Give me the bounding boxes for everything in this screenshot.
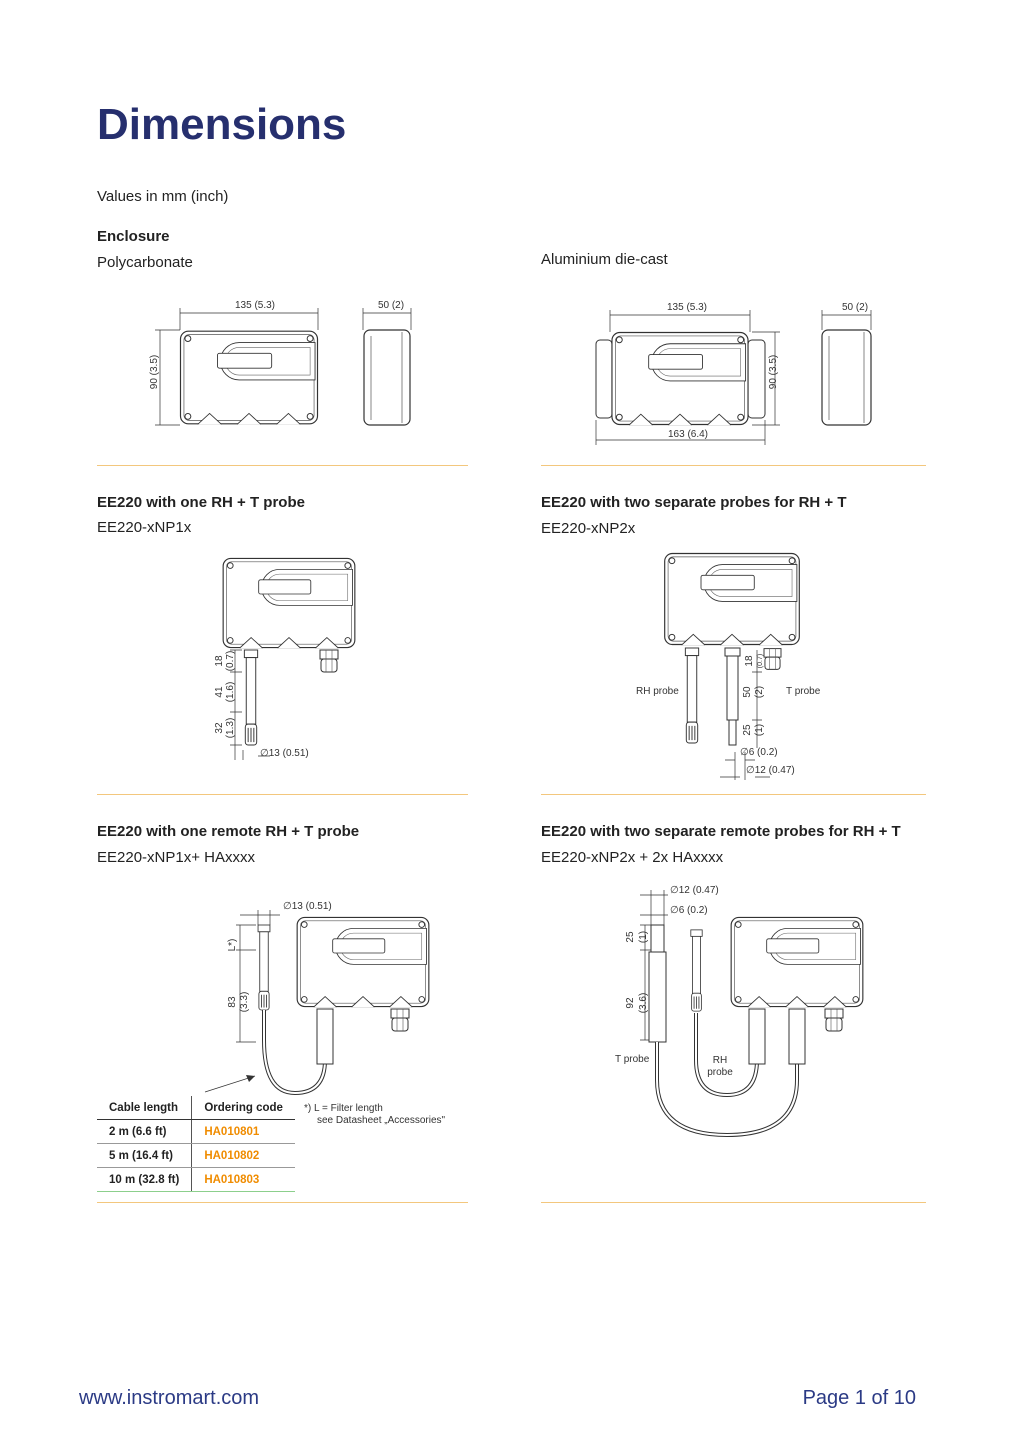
polycarbonate-label: Polycarbonate <box>97 254 193 271</box>
poly-depth-dim: 50 (2) <box>378 300 404 311</box>
np2-model: EE220-xNP2x <box>541 520 636 537</box>
remote1-heading: EE220 with one remote RH + T probe <box>97 823 360 840</box>
page-title: Dimensions <box>97 100 347 149</box>
np1-dim-3-in: (1.3) <box>225 718 236 739</box>
alu-height-dim: 90 (3.5) <box>768 355 779 389</box>
np1-dim-2: 41 <box>214 686 225 698</box>
separator <box>541 465 926 466</box>
np2-diameter-small: ∅6 (0.2) <box>740 747 778 758</box>
np2-dim-1-in: (0.7) <box>757 654 764 668</box>
np2-dim-2: 50 <box>742 686 753 698</box>
poly-height-dim: 90 (3.5) <box>149 355 160 389</box>
separator <box>97 465 468 466</box>
separator <box>97 1202 468 1203</box>
units-note: Values in mm (inch) <box>97 188 229 205</box>
remote1-footnote: *) L = Filter length <box>304 1103 383 1114</box>
np1-heading: EE220 with one RH + T probe <box>97 494 305 511</box>
cable-length: 10 m (32.8 ft) <box>97 1167 193 1192</box>
remote2-model: EE220-xNP2x + 2x HAxxxx <box>541 849 724 866</box>
remote2-heading: EE220 with two separate remote probes fo… <box>541 823 901 840</box>
remote2-diameter-large: ∅12 (0.47) <box>670 885 719 896</box>
alu-total-width-dim: 163 (6.4) <box>668 429 708 440</box>
remote2-dim-1-in: (1) <box>638 931 649 943</box>
table-row: 5 m (16.4 ft) HA010802 <box>97 1143 295 1168</box>
np2-heading: EE220 with two separate probes for RH + … <box>541 494 847 511</box>
remote2-rh-label-2: probe <box>707 1067 733 1078</box>
cable-ordering-table: Cable length Ordering code 2 m (6.6 ft) … <box>97 1096 295 1192</box>
ordering-code: HA010802 <box>191 1143 295 1168</box>
remote2-dim-1: 25 <box>625 931 636 943</box>
np1-diameter: ∅13 (0.51) <box>260 748 309 759</box>
ordering-code: HA010803 <box>191 1167 295 1192</box>
np1-dim-1-in: (0.7) <box>225 651 236 672</box>
header-ordering-code: Ordering code <box>191 1096 295 1120</box>
table-row: 2 m (6.6 ft) HA010801 <box>97 1119 295 1144</box>
np1-model: EE220-xNP1x <box>97 519 192 536</box>
remote1-dim-in: (3.3) <box>239 992 250 1013</box>
table-header-row: Cable length Ordering code <box>97 1096 295 1120</box>
website-link[interactable]: www.instromart.com <box>79 1387 260 1409</box>
cable-length: 2 m (6.6 ft) <box>97 1119 193 1144</box>
header-cable-length: Cable length <box>97 1096 193 1120</box>
remote1-diameter: ∅13 (0.51) <box>283 901 332 912</box>
remote1-footnote-ref: see Datasheet „Accessories" <box>317 1115 446 1126</box>
remote1-filter-length: L*) <box>227 939 238 952</box>
np2-dim-2-in: (2) <box>754 686 765 698</box>
remote1-model: EE220-xNP1x+ HAxxxx <box>97 849 255 866</box>
cable-length: 5 m (16.4 ft) <box>97 1143 193 1168</box>
np2-t-label: T probe <box>786 686 821 697</box>
enclosure-heading: Enclosure <box>97 228 170 245</box>
alu-depth-dim: 50 (2) <box>842 302 868 313</box>
remote2-t-label: T probe <box>615 1054 650 1065</box>
np1-dim-2-in: (1.6) <box>225 682 236 703</box>
poly-width-dim: 135 (5.3) <box>235 300 275 311</box>
ordering-code: HA010801 <box>191 1119 295 1144</box>
table-row: 10 m (32.8 ft) HA010803 <box>97 1167 295 1192</box>
aluminium-label: Aluminium die-cast <box>541 251 668 268</box>
np1-dim-1: 18 <box>214 655 225 667</box>
separator <box>97 794 468 795</box>
remote2-dim-2: 92 <box>625 997 636 1009</box>
remote2-rh-label: RH <box>713 1055 727 1066</box>
np2-dim-3-in: (1) <box>754 724 765 736</box>
separator <box>541 794 926 795</box>
np2-dim-3: 25 <box>742 724 753 736</box>
remote2-diameter-small: ∅6 (0.2) <box>670 905 708 916</box>
separator <box>541 1202 926 1203</box>
np2-rh-label: RH probe <box>636 686 679 697</box>
np2-diameter-large: ∅12 (0.47) <box>746 765 795 776</box>
alu-width-dim: 135 (5.3) <box>667 302 707 313</box>
page-number: Page 1 of 10 <box>802 1387 916 1409</box>
np2-dim-1: 18 <box>744 655 755 667</box>
remote2-dim-2-in: (3.6) <box>638 993 649 1014</box>
np1-dim-3: 32 <box>214 722 225 734</box>
remote1-dim: 83 <box>227 996 238 1008</box>
